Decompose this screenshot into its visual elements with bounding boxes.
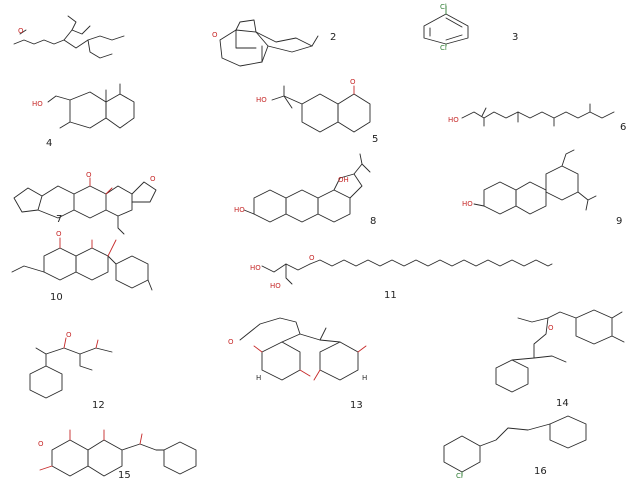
compound-label-9: 9 — [616, 216, 622, 227]
atom-label-ho: HO — [448, 116, 459, 124]
compound-10-structure: O — [11, 230, 153, 291]
compound-2-structure: O — [212, 19, 319, 67]
atom-label-ho: HO — [32, 100, 43, 108]
compound-12-structure: O — [29, 331, 113, 399]
atom-label-ho: HO — [234, 206, 245, 214]
compound-label-10: 10 — [50, 292, 63, 303]
atom-label-o: O — [38, 440, 44, 448]
compound-7-structure: O O — [13, 171, 157, 235]
atom-label-o: O — [86, 171, 92, 179]
compound-3-structure: Cl Cl — [423, 3, 469, 52]
atom-label-o: O — [548, 324, 554, 332]
compound-label-3: 3 — [512, 32, 518, 43]
compound-16-structure: Cl — [443, 415, 587, 480]
atom-label-o: O — [66, 331, 72, 339]
atom-label-h: H — [256, 374, 261, 382]
compound-6-structure: HO — [448, 103, 615, 127]
compound-9-structure: HO — [462, 149, 597, 215]
compound-label-5: 5 — [372, 134, 378, 145]
compound-4-structure: HO — [32, 83, 135, 129]
compound-8-structure: HO OH — [234, 153, 371, 223]
compound-13-structure: O H H — [228, 317, 367, 382]
compound-5-structure: HO O — [256, 78, 371, 133]
atom-label-o: O — [56, 230, 62, 238]
compound-label-12: 12 — [92, 400, 105, 411]
atom-label-h: H — [362, 374, 367, 382]
atom-label-ho: HO — [256, 96, 267, 104]
compound-label-4: 4 — [46, 138, 52, 149]
compound-1-structure: O — [13, 15, 125, 59]
atom-label-o: O — [18, 27, 24, 35]
compound-label-13: 13 — [350, 400, 363, 411]
compound-label-16: 16 — [534, 466, 547, 477]
compound-label-15: 15 — [118, 470, 131, 480]
atom-label-o: O — [309, 254, 315, 262]
atom-label-o: O — [228, 338, 234, 346]
compound-label-8: 8 — [370, 216, 376, 227]
compound-label-6: 6 — [620, 122, 626, 133]
compound-label-14: 14 — [556, 398, 569, 409]
atom-label-o: O — [150, 175, 156, 183]
compound-11-structure: HO HO O — [250, 254, 553, 290]
compound-14-structure: O — [495, 309, 625, 393]
compound-label-2: 2 — [330, 32, 336, 43]
atom-label-cl: Cl — [440, 3, 447, 11]
atom-label-o: O — [212, 31, 218, 39]
atom-label-ho: HO — [270, 282, 281, 290]
compound-label-7: 7 — [56, 214, 62, 225]
atom-label-oh: OH — [338, 176, 349, 184]
atom-label-ho: HO — [250, 264, 261, 272]
atom-label-cl: Cl — [456, 472, 463, 480]
atom-label-ho: HO — [462, 200, 473, 208]
compound-label-11: 11 — [384, 290, 397, 301]
compound-15-structure: O — [38, 429, 197, 477]
atom-label-o: O — [350, 78, 356, 86]
atom-label-cl: Cl — [440, 44, 447, 52]
